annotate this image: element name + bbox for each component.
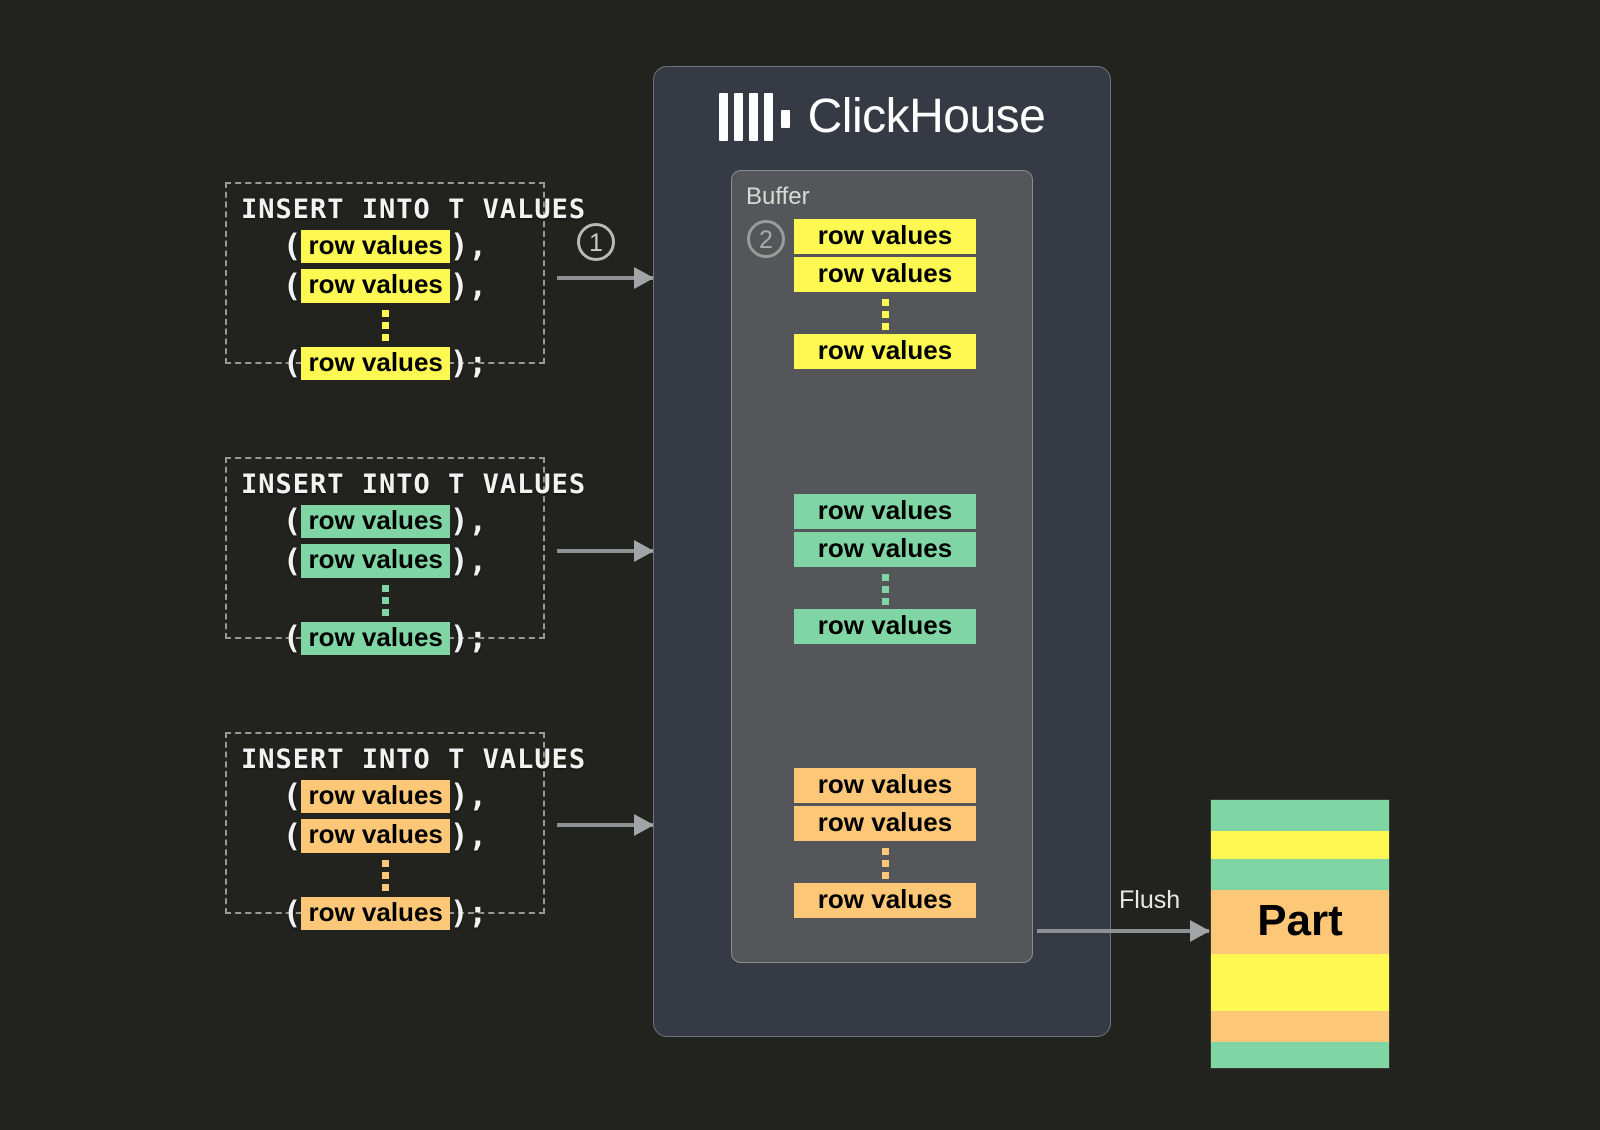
arrow-insert-1	[557, 267, 654, 289]
insert-header-green: INSERT INTO T VALUES	[241, 469, 587, 500]
insert-header-orange: INSERT INTO T VALUES	[241, 744, 587, 775]
vertical-ellipsis-icon	[794, 299, 976, 331]
buffer-label: Buffer	[746, 183, 810, 210]
flush-label: Flush	[1119, 886, 1181, 914]
row-values-chip: row values	[301, 230, 450, 264]
arrow-insert-2	[557, 540, 654, 562]
insert-row: ( row values );	[241, 894, 529, 931]
insert-row: ( row values );	[241, 619, 529, 656]
open-paren: (	[282, 344, 302, 381]
open-paren: (	[282, 817, 302, 854]
part-stripe	[1211, 1011, 1389, 1042]
buffer-row-values: row values	[794, 768, 976, 804]
row-values-chip: row values	[301, 505, 450, 539]
insert-row: ( row values ),	[241, 542, 529, 579]
row-values-chip: row values	[301, 621, 450, 655]
row-values-chip: row values	[301, 819, 450, 853]
buffer-row-values: row values	[794, 883, 976, 919]
buffer-row-values: row values	[794, 257, 976, 293]
open-paren: (	[282, 894, 302, 931]
vertical-ellipsis-icon	[241, 859, 529, 891]
insert-row: ( row values );	[241, 344, 529, 381]
insert-row: ( row values ),	[241, 503, 529, 540]
open-paren: (	[282, 778, 302, 815]
close-paren: ),	[449, 503, 488, 540]
part-stripe	[1211, 1042, 1389, 1068]
clickhouse-title: ClickHouse	[807, 90, 1046, 143]
clickhouse-panel: ClickHouse Buffer 2 row values row value…	[653, 66, 1111, 1037]
buffer-row-values: row values	[794, 609, 976, 645]
close-paren: );	[449, 894, 488, 931]
insert-statement-green: INSERT INTO T VALUES ( row values ), ( r…	[225, 457, 587, 655]
insert-header-yellow: INSERT INTO T VALUES	[241, 194, 587, 225]
buffer-row-values: row values	[794, 494, 976, 530]
clickhouse-logo-icon	[718, 93, 790, 141]
insert-statement-yellow: INSERT INTO T VALUES ( row values ), ( r…	[225, 182, 587, 380]
row-values-chip: row values	[301, 780, 450, 814]
buffer-row-values: row values	[794, 806, 976, 842]
row-values-chip: row values	[301, 269, 450, 303]
buffer-row-values: row values	[794, 219, 976, 255]
close-paren: );	[449, 619, 488, 656]
row-values-chip: row values	[301, 896, 450, 930]
vertical-ellipsis-icon	[241, 309, 529, 341]
buffer-row-values: row values	[794, 334, 976, 370]
close-paren: ),	[449, 817, 488, 854]
row-values-chip: row values	[301, 544, 450, 578]
open-paren: (	[282, 542, 302, 579]
close-paren: );	[449, 344, 488, 381]
vertical-ellipsis-icon	[794, 574, 976, 606]
buffer-group-yellow: row values row values row values	[794, 219, 976, 370]
part-stripe	[1211, 831, 1389, 859]
close-paren: ),	[449, 228, 488, 265]
close-paren: ),	[449, 267, 488, 304]
part-block: Part	[1210, 799, 1390, 1069]
arrow-insert-3	[557, 814, 654, 836]
buffer-row-values: row values	[794, 532, 976, 568]
arrow-flush	[1037, 920, 1210, 942]
buffer-container: Buffer 2 row values row values row value…	[731, 170, 1033, 963]
open-paren: (	[282, 267, 302, 304]
vertical-ellipsis-icon	[794, 848, 976, 880]
step-marker-2: 2	[747, 220, 785, 258]
close-paren: ),	[449, 778, 488, 815]
insert-row: ( row values ),	[241, 817, 529, 854]
insert-row: ( row values ),	[241, 267, 529, 304]
open-paren: (	[282, 228, 302, 265]
vertical-ellipsis-icon	[241, 584, 529, 616]
part-label: Part	[1257, 896, 1343, 945]
part-stripe	[1211, 800, 1389, 831]
step-marker-1: 1	[577, 223, 615, 261]
clickhouse-brand: ClickHouse	[654, 93, 1110, 141]
insert-row: ( row values ),	[241, 228, 529, 265]
insert-row: ( row values ),	[241, 778, 529, 815]
buffer-group-green: row values row values row values	[794, 494, 976, 645]
insert-statement-orange: INSERT INTO T VALUES ( row values ), ( r…	[225, 732, 587, 930]
open-paren: (	[282, 619, 302, 656]
row-values-chip: row values	[301, 346, 450, 380]
open-paren: (	[282, 503, 302, 540]
part-stripe	[1211, 859, 1389, 890]
close-paren: ),	[449, 542, 488, 579]
buffer-group-orange: row values row values row values	[794, 768, 976, 919]
part-stripe	[1211, 890, 1389, 954]
part-stripe	[1211, 954, 1389, 1011]
